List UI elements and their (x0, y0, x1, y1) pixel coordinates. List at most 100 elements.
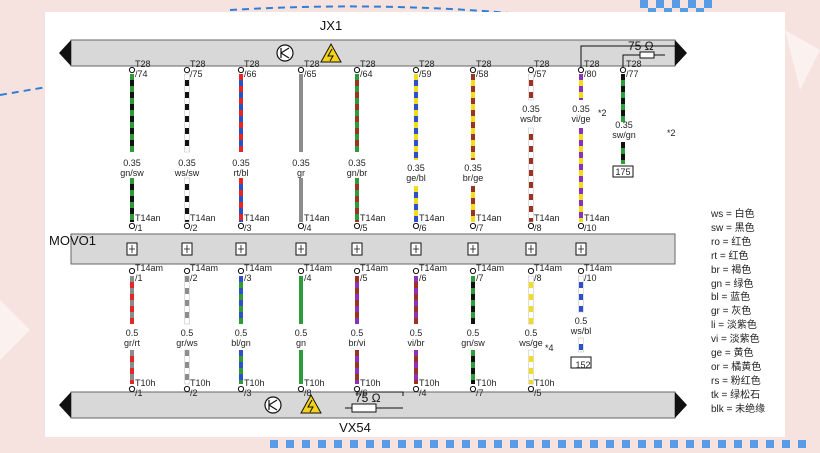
wire-8-upper-a (579, 74, 583, 100)
top-pin-label: T28/75 (190, 59, 206, 79)
legend-item: sw = 黑色 (711, 222, 755, 234)
wire-7-upper-b-outline (528, 127, 534, 223)
wire-7-lower-b (529, 350, 533, 384)
middle-connector-label: MOVO1 (49, 233, 96, 248)
bottom-warning-bolt (307, 399, 314, 413)
wire-9-tail-stripes (621, 148, 625, 164)
bottom-pin-label: T10h/8 (304, 378, 325, 398)
bottom-pin-marker (128, 385, 136, 393)
wire-7-upper-a (529, 74, 533, 100)
mid-lower-pin-label: T14am/2 (190, 263, 219, 283)
wiring-diagram (59, 39, 687, 419)
top-connector-label: JX1 (319, 18, 343, 33)
mid-lower-pin (469, 267, 477, 275)
bottom-pin-label: T10h/2 (190, 378, 211, 398)
mid-lower-pin (297, 267, 305, 275)
bottom-transistor-icon (264, 396, 282, 414)
mid-upper-pin-label: T14an/8 (534, 213, 560, 233)
wire-9-upper-stripes (621, 80, 625, 122)
top-pin-label: T28/66 (244, 59, 260, 79)
wire-1-lower-b (185, 350, 189, 384)
wire-1-upper-b-stripes (185, 184, 189, 222)
bottom-pin-marker (469, 385, 477, 393)
terminal-152: 152 (575, 360, 591, 370)
mid-upper-pin-label: T14an/7 (476, 213, 502, 233)
wire-3-lower-b (299, 350, 303, 384)
mid-upper-pin-label: T14an/1 (135, 213, 161, 233)
wire-1-upper-a-stripes (185, 80, 189, 146)
wire-1-upper-b-outline (184, 177, 190, 223)
wire-2-upper-a-stripes (239, 80, 243, 146)
legend-item: or = 橘黄色 (711, 361, 762, 373)
color-legend: ws = 白色 sw = 黑色 ro = 红色 rt = 红色 br = 褐色 … (711, 208, 765, 417)
mid-upper-pin (297, 222, 305, 230)
resistor-bottom-label: 75 Ω (355, 391, 381, 405)
top-pin-marker (527, 66, 535, 74)
top-pin-marker (237, 66, 245, 74)
wire-2-lower-b-stripes (239, 356, 243, 384)
legend-item: li = 淡紫色 (711, 320, 757, 332)
mid-lower-pin (128, 267, 136, 275)
wire-7-lower-b-outline (528, 349, 534, 385)
wire-1-upper-a (185, 74, 189, 152)
top-connector-bar-left-arrow (59, 40, 71, 66)
wire-4-upper-a (355, 74, 359, 152)
wire-3-upper-a (299, 74, 303, 152)
mid-lower-pin (353, 267, 361, 275)
mid-upper-pin (412, 222, 420, 230)
bottom-pin-marker (183, 385, 191, 393)
mid-upper-pin (353, 222, 361, 230)
mid-upper-pin-label: T14an/3 (244, 213, 270, 233)
bottom-resistor-leads (345, 391, 404, 409)
bottom-transistor-symbol (268, 399, 278, 411)
wire-7-upper-a-stripes (529, 80, 533, 98)
wire-4-lower-a-stripes (355, 282, 359, 324)
top-pin-marker (353, 66, 361, 74)
mid-upper-pin (577, 222, 585, 230)
wire-2-upper-a (239, 74, 243, 152)
mid-upper-pin (527, 222, 535, 230)
terminal-box (570, 356, 592, 369)
mid-lower-pin-label: T14am/1 (135, 263, 164, 283)
wire-0-upper-b-stripes (130, 184, 134, 222)
bottom-pin-marker (237, 385, 245, 393)
middle-connector-bar (70, 233, 676, 265)
top-pin-label: T28/80 (584, 59, 600, 79)
mid-socket-glyph (298, 245, 304, 253)
wire-4-upper-a-stripes (355, 80, 359, 146)
top-pin-marker (128, 66, 136, 74)
top-pin-label: T28/65 (304, 59, 320, 79)
bottom-warning-icon (300, 393, 322, 414)
legend-item: ge = 黄色 (711, 348, 754, 360)
wire-8-lower-a-stripes (579, 282, 583, 312)
bottom-pin-label: T10h/3 (244, 378, 265, 398)
wire-0-lower-b (130, 350, 134, 384)
terminal-box (612, 165, 634, 178)
mid-upper-pin-label: T14an/4 (304, 213, 330, 233)
mid-upper-pin-label: T14an/6 (419, 213, 445, 233)
legend-item: bl = 蓝色 (711, 292, 751, 304)
wire-6-upper-a-stripes (471, 80, 475, 158)
top-pin-label: T28/74 (135, 59, 151, 79)
bottom-pin-label: T10h/6 (360, 378, 381, 398)
bottom-connector-label: VX54 (339, 420, 371, 435)
wire-8-lower-b-outline (578, 337, 584, 353)
legend-item: gn = 绿色 (711, 278, 754, 290)
mid-socket-glyph (354, 245, 360, 253)
wire-7-upper-a-outline (528, 73, 534, 101)
wire-5-upper-a-stripes (414, 80, 418, 158)
wire-5-lower-b-stripes (414, 356, 418, 384)
wire-6-lower-a-stripes (471, 282, 475, 324)
mid-upper-pin (237, 222, 245, 230)
top-pin-label: T28/64 (360, 59, 376, 79)
